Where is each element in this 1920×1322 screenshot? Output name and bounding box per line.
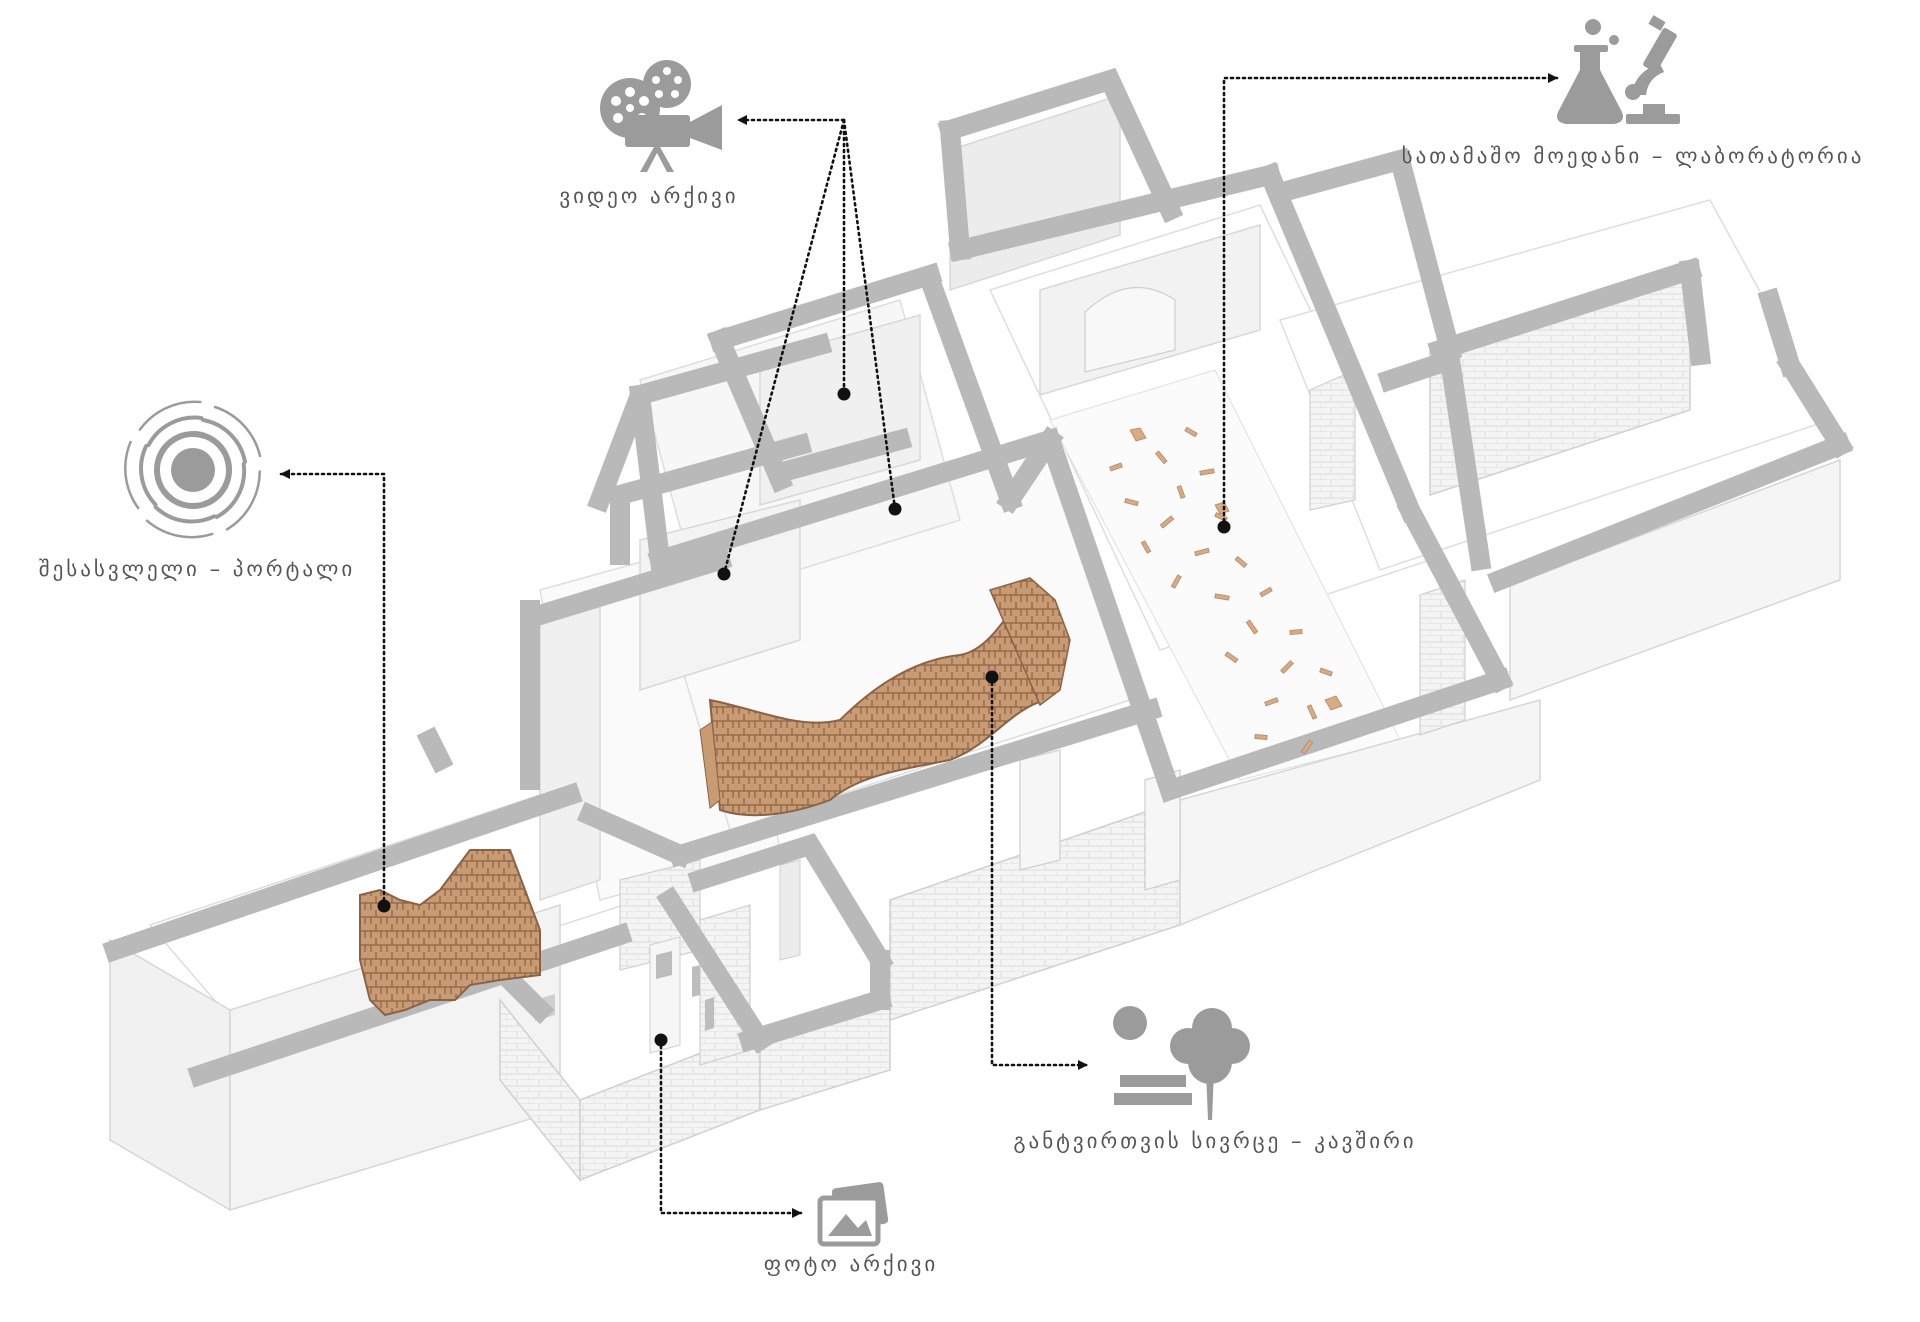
label-video-archive: ვიდეო არქივი	[559, 184, 739, 208]
photo-frame	[705, 997, 714, 1031]
arched-door	[1084, 287, 1176, 373]
label-photo-archive: ფოტო არქივი	[763, 1252, 939, 1276]
photo-frame	[656, 951, 672, 979]
entrance-wood-wall	[359, 849, 541, 1017]
leader-photo	[659, 1038, 803, 1218]
leader-lab	[1222, 73, 1559, 529]
leader-portal	[279, 469, 386, 908]
leader-lines	[279, 73, 1559, 1218]
flask-microscope-icon	[1557, 15, 1680, 124]
exterior-walls	[109, 263, 1841, 1212]
wood-installations	[359, 577, 1071, 1017]
leader-leisure	[990, 675, 1089, 1070]
spiral-portal-icon	[124, 400, 262, 539]
lab-scattered-blocks	[1109, 426, 1343, 755]
photo-gallery-icon	[817, 1182, 889, 1247]
bench-tree-icon	[1113, 1006, 1250, 1120]
wall-tops	[102, 67, 1854, 1088]
leader-dots	[377, 387, 1231, 1047]
film-projector-icon	[600, 60, 722, 172]
photo-frame	[692, 965, 700, 997]
label-leisure-space: განტვირთვის სივრცე – კავშირი	[1013, 1129, 1417, 1153]
label-entrance-portal: შესასვლელი – პორტალი	[38, 557, 356, 581]
label-playground-lab: სათამაშო მოედანი – ლაბორატორია	[1401, 144, 1865, 168]
interior-walls	[535, 93, 1261, 1066]
